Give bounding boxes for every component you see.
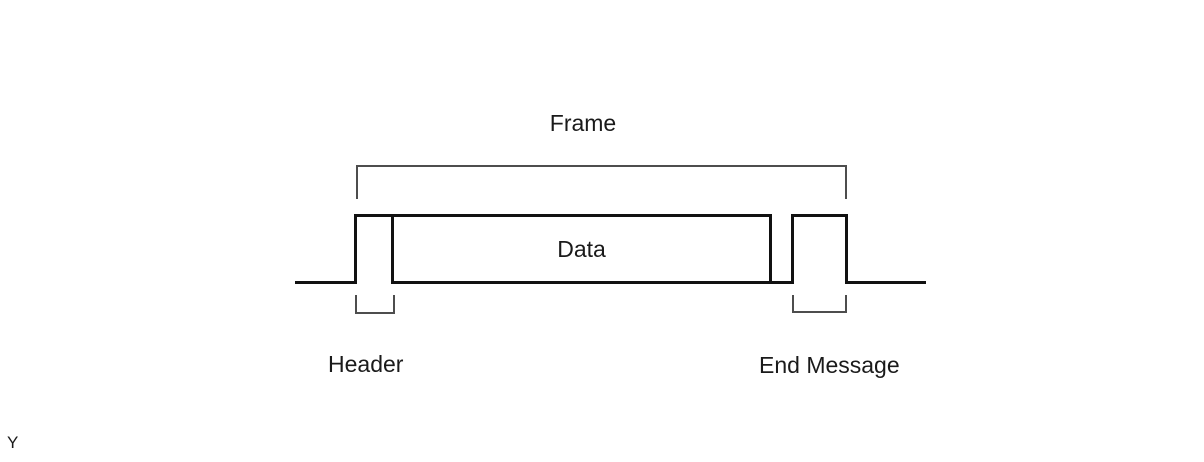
header-label: Header <box>328 351 404 377</box>
end-message-under-bracket <box>792 295 847 313</box>
data-label: Data <box>557 235 606 262</box>
frame-label: Frame <box>549 110 617 136</box>
corner-y-label: Y <box>7 433 19 452</box>
end-message-label: End Message <box>759 352 900 378</box>
signal-baseline-right <box>848 281 926 284</box>
end-message-pulse <box>791 214 848 284</box>
header-under-bracket <box>355 295 395 314</box>
frame-span-bracket <box>356 165 847 199</box>
data-box: Data <box>391 214 772 284</box>
signal-baseline-middle <box>772 281 793 284</box>
header-pulse <box>354 214 394 284</box>
signal-baseline-left <box>295 281 355 284</box>
